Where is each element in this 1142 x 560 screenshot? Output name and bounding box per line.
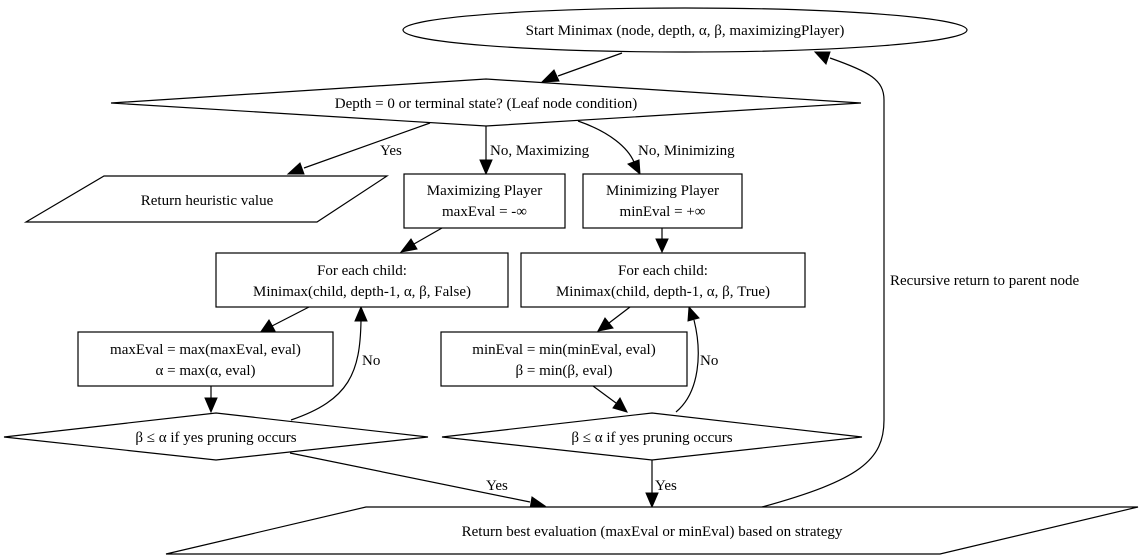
minimizing-player-init: minEval = +∞ [620, 204, 706, 220]
return-best-output [165, 506, 1139, 555]
edge-leaf-to-max-player [479, 126, 493, 176]
min-children-box [520, 252, 806, 308]
leaf-check-decision [110, 78, 862, 127]
edge-label-min-no: No [700, 353, 718, 369]
min-update-box [440, 331, 688, 387]
start-node [402, 7, 968, 53]
edge-min-prune-loop [675, 305, 700, 413]
min-prune-decision [441, 412, 863, 461]
edge-leaf-to-heuristic [286, 122, 431, 175]
max-children-call: Minimax(child, depth-1, α, β, False) [253, 284, 471, 300]
edge-min-update-to-prune [592, 385, 628, 413]
min-children-title: For each child: [618, 263, 708, 279]
maximizing-player-title: Maximizing Player [427, 183, 542, 199]
edge-max-children-to-update [258, 306, 310, 334]
start-node-label: Start Minimax (node, depth, α, β, maximi… [526, 23, 845, 39]
max-update-box [77, 331, 334, 387]
edge-label-max-no: No [362, 353, 380, 369]
edge-max-update-to-prune [204, 386, 218, 414]
edge-min-prune-to-return [645, 460, 659, 509]
minimizing-player-box [582, 173, 743, 229]
heuristic-label: Return heuristic value [141, 193, 274, 209]
heuristic-output [23, 175, 390, 223]
max-children-title: For each child: [317, 263, 407, 279]
edge-label-no-minimizing: No, Minimizing [638, 143, 735, 159]
edge-label-min-yes: Yes [655, 478, 677, 494]
edge-label-no-maximizing: No, Maximizing [490, 143, 590, 159]
max-prune-decision [3, 412, 429, 461]
edge-label-recursive: Recursive return to parent node [890, 273, 1079, 289]
return-best-label: Return best evaluation (maxEval or minEv… [462, 524, 843, 540]
leaf-check-label: Depth = 0 or terminal state? (Leaf node … [335, 96, 638, 112]
maximizing-player-box [403, 173, 566, 229]
maximizing-player-init: maxEval = -∞ [442, 204, 527, 220]
minimizing-player-title: Minimizing Player [606, 183, 719, 199]
edge-max-prune-loop [290, 305, 368, 421]
max-update-line1: maxEval = max(maxEval, eval) [110, 342, 301, 358]
edge-start-to-leaf-check [540, 52, 623, 83]
edge-leaf-to-min-player [577, 120, 641, 176]
max-children-box [215, 252, 509, 308]
edge-max-prune-to-return [289, 452, 547, 510]
edge-min-player-to-children [655, 228, 669, 254]
edge-label-yes: Yes [380, 143, 402, 159]
min-update-line1: minEval = min(minEval, eval) [472, 342, 655, 358]
min-update-line2: β = min(β, eval) [515, 363, 612, 379]
max-update-line2: α = max(α, eval) [156, 363, 256, 379]
min-prune-label: β ≤ α if yes pruning occurs [571, 430, 732, 446]
max-prune-label: β ≤ α if yes pruning occurs [135, 430, 296, 446]
edge-recursive-return [761, 51, 885, 508]
edge-min-children-to-update [597, 306, 631, 332]
min-children-call: Minimax(child, depth-1, α, β, True) [556, 284, 770, 300]
edge-max-player-to-children [399, 227, 443, 253]
edge-label-max-yes: Yes [486, 478, 508, 494]
